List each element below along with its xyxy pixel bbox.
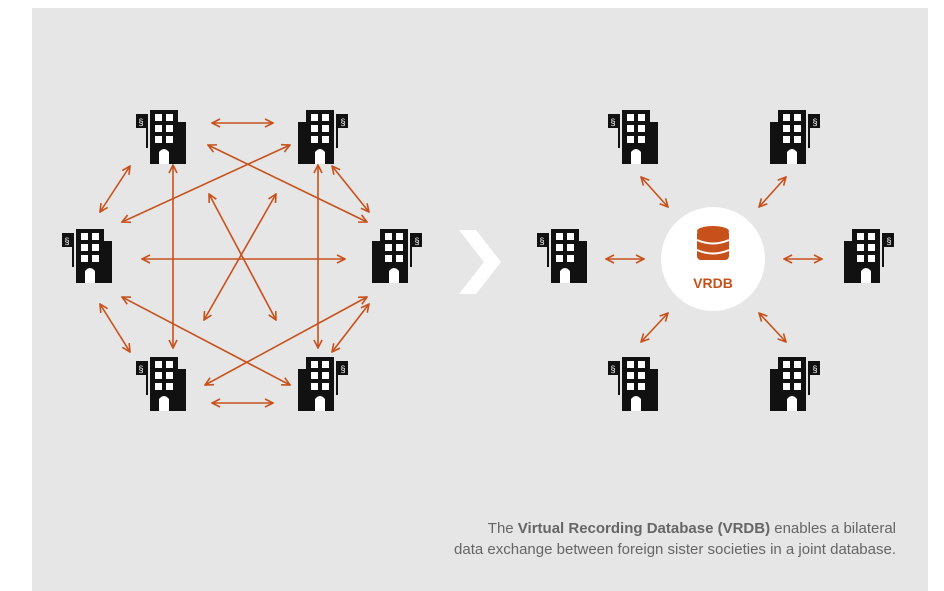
- building-top-left: §: [136, 110, 186, 164]
- paragraph-flag-symbol: §: [610, 117, 615, 127]
- transition-arrow-icon: [459, 230, 501, 294]
- left-network-arrows: [100, 123, 369, 403]
- hub-arrow: [641, 177, 668, 207]
- mesh-arrow: [100, 166, 130, 212]
- hub-arrow: [759, 313, 786, 342]
- caption-bold-term: Virtual Recording Database (VRDB): [517, 520, 771, 537]
- paragraph-flag-symbol: §: [886, 236, 891, 246]
- hub-building-mid-right: §: [844, 229, 894, 283]
- paragraph-flag-symbol: §: [340, 117, 345, 127]
- building-mid-right: §: [372, 229, 422, 283]
- hub-arrow: [641, 313, 668, 342]
- mesh-arrow: [205, 297, 367, 385]
- building-top-right: §: [298, 110, 348, 164]
- paragraph-flag-symbol: §: [138, 364, 143, 374]
- paragraph-flag-symbol: §: [610, 364, 615, 374]
- caption-line2: data exchange between foreign sister soc…: [454, 541, 896, 558]
- paragraph-flag-symbol: §: [64, 236, 69, 246]
- mesh-arrow: [332, 166, 369, 212]
- hub-building-bottom-right: §: [770, 357, 820, 411]
- paragraph-flag-symbol: §: [539, 236, 544, 246]
- hub-arrow: [759, 177, 786, 207]
- hub-label: VRDB: [693, 275, 733, 291]
- paragraph-flag-symbol: §: [812, 364, 817, 374]
- hub-building-top-right: §: [770, 110, 820, 164]
- mesh-arrow: [122, 145, 290, 222]
- hub-network-nodes: § § § § § §: [537, 110, 894, 411]
- paragraph-flag-symbol: §: [138, 117, 143, 127]
- vrdb-hub: VRDB: [661, 207, 765, 311]
- building-bottom-right: §: [298, 357, 348, 411]
- database-icon: [696, 226, 730, 260]
- mesh-arrow: [204, 194, 276, 320]
- caption: The Virtual Recording Database (VRDB) en…: [276, 518, 896, 560]
- building-bottom-left: §: [136, 357, 186, 411]
- hub-building-top-left: §: [608, 110, 658, 164]
- hub-building-mid-left: §: [537, 229, 587, 283]
- mesh-arrow: [100, 304, 130, 352]
- paragraph-flag-symbol: §: [812, 117, 817, 127]
- paragraph-flag-symbol: §: [340, 364, 345, 374]
- mesh-arrow: [332, 304, 369, 352]
- paragraph-flag-symbol: §: [414, 236, 419, 246]
- building-mid-left: §: [62, 229, 112, 283]
- hub-building-bottom-left: §: [608, 357, 658, 411]
- left-network-nodes: § § § § § §: [62, 110, 422, 411]
- caption-prefix: The: [487, 520, 518, 537]
- mesh-arrow: [208, 145, 367, 222]
- hub-spoke-arrows: [606, 177, 822, 342]
- caption-line1-suffix: enables a bilateral: [770, 520, 896, 537]
